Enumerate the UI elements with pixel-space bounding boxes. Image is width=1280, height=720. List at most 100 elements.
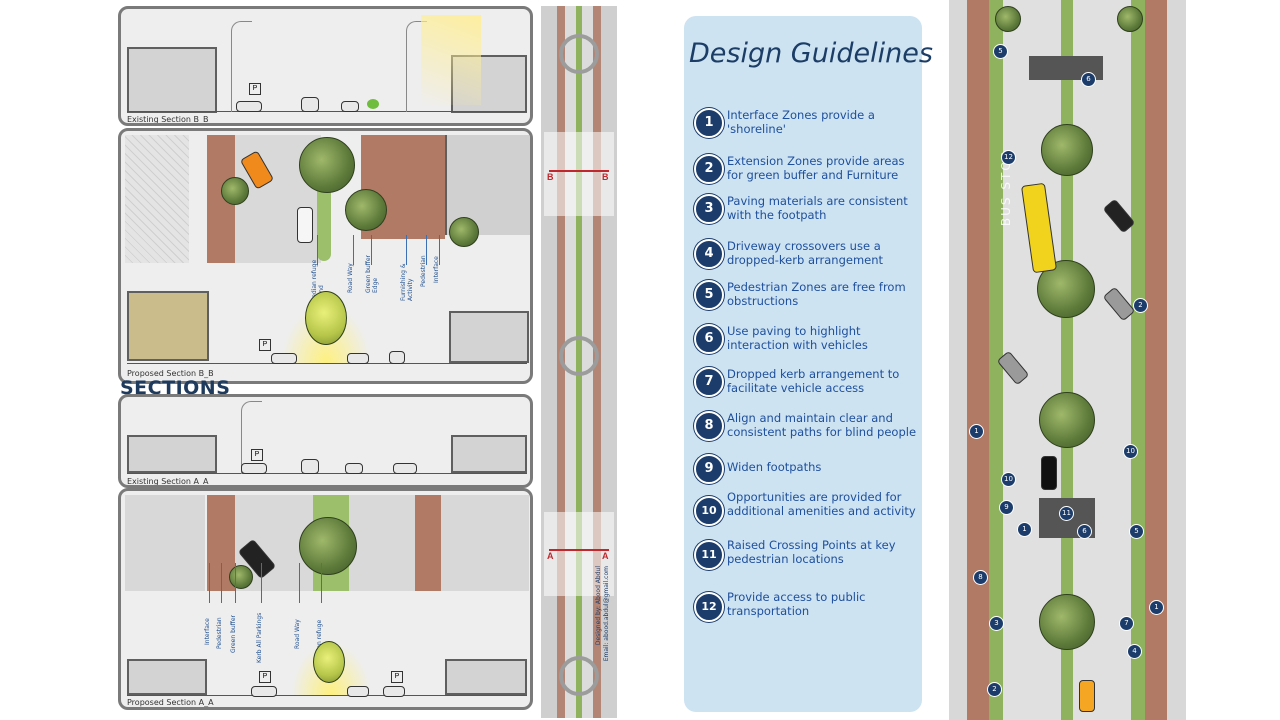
guideline-text: Pedestrian Zones are free from obstructi… (727, 280, 906, 308)
car-elevation (347, 686, 369, 697)
sun-rays (421, 15, 481, 105)
guideline-text: Raised Crossing Points at key pedestrian… (727, 538, 896, 566)
plan-median (1061, 0, 1073, 720)
existing-section-aa-panel: P Existing Section A_A (118, 394, 533, 488)
map-marker: 1 (1149, 600, 1164, 615)
map-marker: 9 (999, 500, 1014, 515)
tree (299, 137, 355, 193)
guideline-text: Extension Zones provide areas for green … (727, 154, 905, 182)
map-marker: 10 (1001, 472, 1016, 487)
plan-left-kerb (989, 0, 1003, 720)
car-elevation (393, 463, 417, 474)
car-elevation (383, 686, 405, 697)
guideline-text: Use paving to highlight interaction with… (727, 324, 868, 352)
car-elevation (236, 101, 262, 112)
plan-left-buildings (125, 495, 205, 591)
existing-section-bb-panel: P Existing Section B_B (118, 6, 533, 126)
section-caption: Existing Section A_A (127, 477, 209, 486)
map-marker: 7 (1119, 616, 1134, 631)
label-pedestrian: Pedestrian (216, 617, 223, 649)
guideline-number-badge: 9 (694, 454, 724, 484)
label-interface: Interface (433, 256, 440, 283)
map-marker: 12 (1001, 150, 1016, 165)
guideline-number-badge: 3 (694, 194, 724, 224)
designer-credit-line2: Email: abood.abdul@gmail.com (603, 566, 610, 662)
car-elevation (271, 353, 297, 364)
tree (995, 6, 1021, 32)
designer-credit-line1: Designed by: Abood Abdul (595, 566, 602, 646)
car-elevation (241, 463, 267, 474)
guideline-number-badge: 8 (694, 411, 724, 441)
parking-sign: P (249, 83, 261, 95)
building-left (127, 659, 207, 695)
parking-sign: P (391, 671, 403, 683)
map-marker: 10 (1123, 444, 1138, 459)
plan-left-paving (967, 0, 989, 720)
design-guidelines-panel: Design Guidelines 1 Interface Zones prov… (684, 16, 933, 712)
label-road-way: Road Way (347, 263, 354, 293)
map-marker: 2 (987, 682, 1002, 697)
building-left (127, 47, 217, 113)
guideline-number-badge: 10 (694, 496, 724, 526)
section-caption: Proposed Section B_B (127, 369, 214, 378)
roundabout (559, 34, 599, 74)
car-elevation (347, 353, 369, 364)
tree (299, 517, 357, 575)
highlight-box (544, 132, 614, 216)
car-elevation (341, 101, 359, 112)
label-interface: Interface (204, 618, 211, 645)
guideline-number-badge: 7 (694, 367, 724, 397)
map-marker: 5 (1129, 524, 1144, 539)
car-elevation (301, 459, 319, 474)
sections-title: SECTIONS (120, 377, 231, 399)
tree (449, 217, 479, 247)
plan-right-buildings (441, 495, 529, 591)
roundabout (559, 336, 599, 376)
label-kerb-all-parkings: Kerb All Parkings (256, 612, 263, 663)
map-marker: 1 (1017, 522, 1032, 537)
tree (313, 641, 345, 683)
plan-right-kerb (1131, 0, 1145, 720)
plan-right-paving (415, 495, 441, 591)
tree (1039, 594, 1095, 650)
plan-road-right (349, 495, 415, 591)
map-marker: 1 (969, 424, 984, 439)
building-left (127, 291, 209, 361)
plan-right-paving (1145, 0, 1167, 720)
parking-sign: P (259, 339, 271, 351)
section-line-b (549, 170, 609, 172)
tree (1039, 392, 1095, 448)
section-line-a (549, 549, 609, 551)
orange-car (1079, 680, 1095, 712)
guideline-number-badge: 2 (694, 154, 724, 184)
ground-line (127, 695, 527, 696)
guideline-text: Interface Zones provide a 'shoreline' (727, 108, 875, 136)
guideline-number-badge: 4 (694, 239, 724, 269)
building-right (445, 659, 527, 695)
car-elevation (301, 97, 319, 112)
building-left (127, 435, 217, 473)
ground-line (127, 111, 527, 112)
label-pedestrian: Pedestrian (420, 255, 427, 287)
proposed-section-aa-panel: Interface Pedestrian Green buffer Kerb A… (118, 488, 533, 710)
section-marker-b-left: B (547, 172, 554, 182)
guideline-number-badge: 12 (694, 592, 724, 622)
tree (229, 565, 253, 589)
map-marker: 8 (973, 570, 988, 585)
tree (305, 291, 347, 345)
parking-sign: P (259, 671, 271, 683)
tree (221, 177, 249, 205)
section-caption: Proposed Section A_A (127, 698, 214, 707)
guideline-number-badge: 6 (694, 324, 724, 354)
street-light-left (241, 401, 262, 474)
guideline-text: Paving materials are consistent with the… (727, 194, 908, 222)
guideline-text: Driveway crossovers use a dropped-kerb a… (727, 239, 884, 267)
tree (345, 189, 387, 231)
label-green-buffer-edge: Green buffer Edge (365, 255, 379, 293)
tree (1117, 6, 1143, 32)
guideline-number-badge: 1 (694, 108, 724, 138)
guideline-text: Opportunities are provided for additiona… (727, 490, 916, 518)
car-elevation (389, 351, 405, 364)
white-car (297, 207, 313, 243)
section-caption: Existing Section B_B (127, 115, 209, 124)
